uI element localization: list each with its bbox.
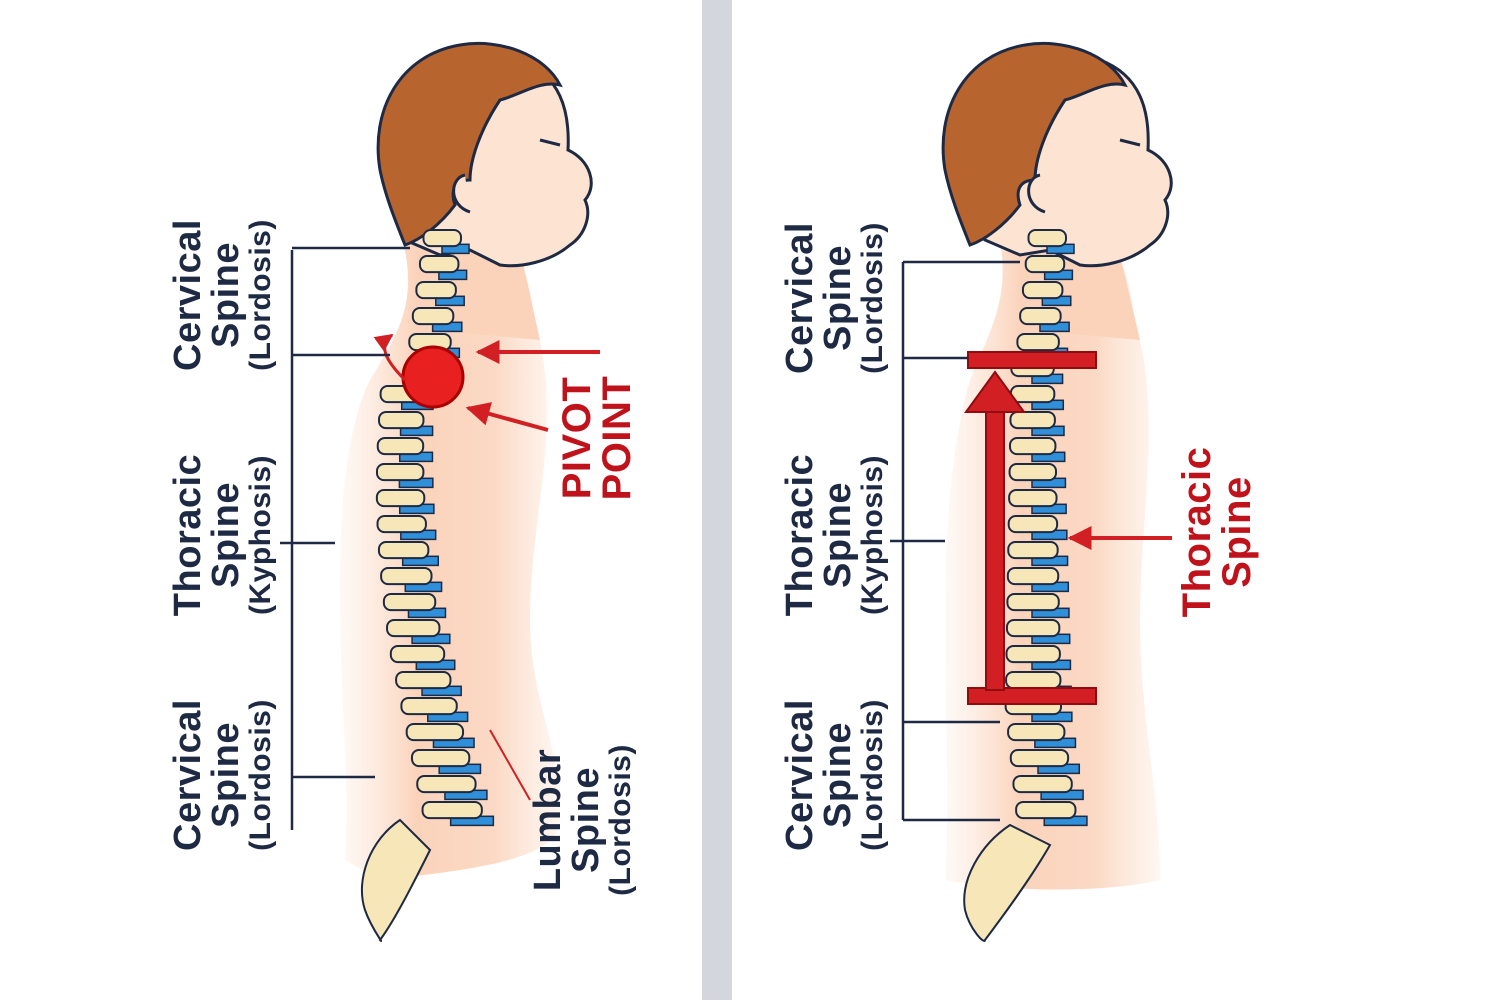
callout-line: Thoracic xyxy=(1175,447,1219,618)
left-label-lumbar: Lumbar Spine (Lordosis) xyxy=(527,744,637,896)
vertebra xyxy=(411,307,455,326)
vertebra xyxy=(1007,541,1059,560)
vertebra xyxy=(1009,411,1056,430)
vertebra xyxy=(1007,515,1059,534)
left-label-cervical: Cervical Spine (Lordosis) xyxy=(167,219,277,371)
vertebra xyxy=(380,567,433,586)
right-hair xyxy=(941,41,1128,247)
label-line: (Lordosis) xyxy=(244,219,277,371)
vertebra xyxy=(376,437,425,456)
thoracic-bottom-bar xyxy=(967,687,1097,705)
sacrum-coccyx xyxy=(360,818,432,942)
vertebra xyxy=(405,723,465,742)
label-line: (Lordosis) xyxy=(244,699,277,851)
label-line: Spine xyxy=(817,482,859,588)
label-line: Spine xyxy=(817,722,859,828)
label-line: Thoracic xyxy=(167,454,209,616)
vertebra xyxy=(1027,229,1067,248)
label-line: (Kyphosis) xyxy=(856,455,889,615)
label-line: Cervical xyxy=(779,222,821,374)
vertebra xyxy=(1015,801,1077,820)
callout-line: POINT xyxy=(595,376,639,501)
vertebra xyxy=(1009,437,1057,456)
pivot-arrow-lower xyxy=(465,402,549,432)
thoracic-top-bar xyxy=(967,351,1097,369)
label-line: (Kyphosis) xyxy=(244,455,277,615)
right-panel: Cervical Spine (Lordosis) Thoracic Spine… xyxy=(779,41,1259,942)
label-line: (Lordosis) xyxy=(604,744,637,896)
vertebra xyxy=(389,645,446,664)
vertebra xyxy=(400,697,458,716)
thoracic-spine-callout: Thoracic Spine xyxy=(1175,447,1259,618)
label-line: Cervical xyxy=(167,699,209,851)
vertebra xyxy=(1016,333,1060,352)
vertebra xyxy=(1009,749,1070,768)
vertebra xyxy=(386,619,441,638)
vertebra xyxy=(1008,463,1057,482)
vertebra xyxy=(1007,723,1066,742)
lumbar-pointer-line xyxy=(489,729,531,801)
label-line: Spine xyxy=(205,722,247,828)
right-label-cervical-lower: Cervical Spine (Lordosis) xyxy=(779,699,889,851)
right-label-cervical: Cervical Spine (Lordosis) xyxy=(779,222,889,374)
vertebra xyxy=(1008,489,1058,508)
right-eye xyxy=(1119,138,1141,147)
left-eye xyxy=(539,138,561,147)
vertebra xyxy=(1005,645,1061,664)
left-label-cervical-lower: Cervical Spine (Lordosis) xyxy=(167,699,277,851)
vertebra xyxy=(1006,593,1060,612)
label-line: Cervical xyxy=(167,219,209,371)
right-label-thoracic: Thoracic Spine (Kyphosis) xyxy=(779,454,889,616)
label-line: Lumbar xyxy=(527,749,569,891)
label-line: Cervical xyxy=(779,699,821,851)
vertebra xyxy=(1019,307,1062,326)
label-line: (Lordosis) xyxy=(856,699,889,851)
vertebra xyxy=(377,541,430,560)
callout-line: Spine xyxy=(1215,476,1259,587)
label-line: (Lordosis) xyxy=(856,222,889,374)
left-label-thoracic: Thoracic Spine (Kyphosis) xyxy=(167,454,277,616)
label-line: Thoracic xyxy=(779,454,821,616)
label-line: Spine xyxy=(817,245,859,351)
vertebra xyxy=(416,775,477,794)
vertebra xyxy=(1012,775,1073,794)
vertebra xyxy=(382,593,437,612)
vertebra xyxy=(378,411,425,430)
thoracic-extension-arrow-shaft xyxy=(985,409,1005,691)
pivot-point-marker xyxy=(401,345,465,409)
vertebra xyxy=(375,489,426,508)
left-head xyxy=(376,41,593,268)
vertebra xyxy=(1024,255,1066,274)
left-panel: Cervical Spine (Lordosis) Thoracic Spine… xyxy=(167,41,639,942)
panel-divider xyxy=(702,0,732,1000)
vertebra xyxy=(375,463,425,482)
right-head xyxy=(941,41,1173,268)
vertebra xyxy=(1005,619,1061,638)
label-line: Spine xyxy=(205,482,247,588)
vertebra xyxy=(418,255,460,274)
vertebra xyxy=(415,281,457,300)
vertebra xyxy=(1006,567,1060,586)
thoracic-extension-arrow-head xyxy=(964,370,1026,413)
label-line: Spine xyxy=(205,242,247,348)
vertebra xyxy=(422,229,462,248)
vertebra xyxy=(376,515,427,534)
vertebra xyxy=(410,749,471,768)
right-ear xyxy=(1027,173,1046,214)
vertebra xyxy=(1009,385,1056,404)
vertebra xyxy=(1005,671,1062,690)
label-line: Spine xyxy=(565,767,607,873)
vertebra xyxy=(1021,281,1064,300)
left-ear xyxy=(452,173,471,214)
left-hair xyxy=(376,41,563,247)
sacrum-coccyx xyxy=(963,823,1052,942)
left-spine xyxy=(360,229,495,942)
pivot-point-label: PIVOT POINT xyxy=(555,376,639,501)
callout-line: PIVOT xyxy=(555,377,599,500)
vertebra xyxy=(421,801,483,820)
vertebra xyxy=(395,671,452,690)
